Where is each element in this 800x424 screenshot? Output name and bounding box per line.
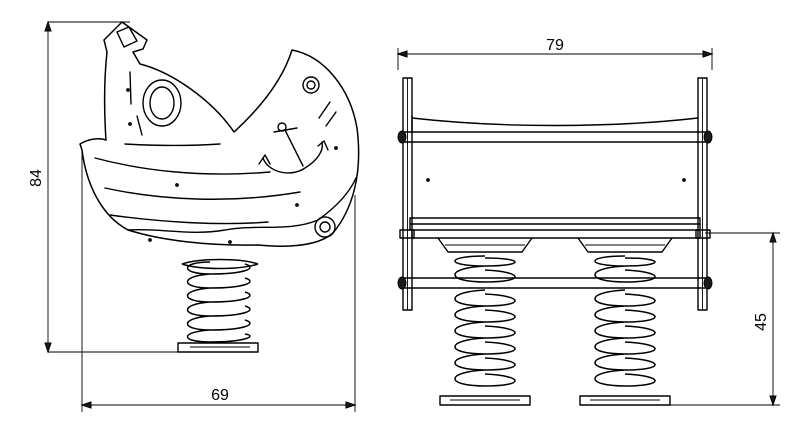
spring-mounts	[437, 237, 673, 253]
height-dimension-label: 84	[28, 169, 45, 187]
width-dimension: 69	[80, 150, 357, 412]
boat-seat-body	[79, 21, 360, 247]
seat-height-dimension: 45	[660, 231, 780, 407]
side-spring	[177, 258, 259, 353]
front-spring-left	[439, 255, 531, 406]
footrest-bar	[397, 229, 713, 290]
side-panels	[402, 77, 708, 311]
seat	[409, 178, 701, 239]
front-width-dimension-label: 79	[546, 37, 564, 54]
front-width-dimension: 79	[396, 37, 714, 70]
height-dimension: 84	[28, 20, 185, 354]
width-dimension-label: 69	[211, 387, 229, 404]
front-view: 79 45	[396, 37, 780, 407]
anchor-icon	[258, 122, 329, 174]
handlebar	[397, 130, 713, 144]
front-spring-right	[579, 255, 671, 406]
seat-height-dimension-label: 45	[753, 313, 770, 331]
side-view: 84 69	[28, 20, 360, 412]
